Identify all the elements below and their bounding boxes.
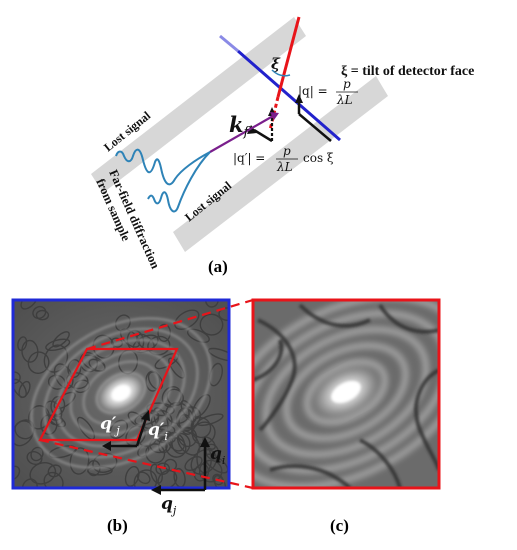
panel-c-label: (c) bbox=[330, 516, 349, 535]
texture-cell bbox=[27, 351, 50, 374]
qj-prime-label: q′j bbox=[100, 414, 120, 437]
panel-b: q′j q′i qi qj (b) bbox=[11, 298, 231, 535]
texture-cell bbox=[124, 465, 140, 487]
texture-cell bbox=[150, 463, 163, 484]
texture-cell bbox=[186, 328, 210, 343]
sampled-region-parallelogram bbox=[38, 347, 179, 442]
xi-symbol: ξ bbox=[271, 55, 281, 73]
texture-cell bbox=[127, 411, 147, 428]
texture-cell bbox=[45, 338, 71, 352]
svg-text:p: p bbox=[343, 77, 351, 91]
svg-text:λL: λL bbox=[336, 93, 353, 107]
texture-cell bbox=[207, 347, 229, 362]
texture-cell bbox=[35, 309, 50, 321]
kf-label: kf bbox=[229, 112, 251, 140]
panel-b-frame bbox=[11, 298, 231, 490]
texture-cell bbox=[21, 478, 38, 488]
kf-vector bbox=[209, 115, 274, 153]
lost-signal-band-upper bbox=[91, 17, 306, 193]
qi-label: qi bbox=[210, 444, 225, 467]
q-vector-bar bbox=[298, 113, 332, 142]
svg-text:|q′| =: |q′| = bbox=[233, 151, 265, 165]
texture-cell bbox=[114, 314, 131, 332]
panel-a-label: (a) bbox=[208, 257, 228, 276]
lost-signal-band-lower bbox=[173, 76, 388, 252]
qj-label: qj bbox=[161, 494, 177, 517]
qprime-arrowhead bbox=[247, 125, 257, 134]
texture-cell bbox=[199, 313, 224, 336]
panel-c-frame bbox=[251, 298, 441, 490]
diffraction-image-c bbox=[253, 300, 439, 488]
texture-cell bbox=[190, 416, 212, 439]
qprime-magnitude-formula: |q′| = p λL cos ξ bbox=[233, 144, 334, 174]
texture-cell bbox=[212, 473, 224, 486]
texture-cell bbox=[155, 462, 170, 476]
detector-face-extension bbox=[219, 34, 239, 53]
texture-cell bbox=[191, 421, 216, 445]
texture-cell bbox=[174, 309, 200, 330]
texture-cell bbox=[161, 386, 182, 408]
texture-cell bbox=[149, 437, 168, 454]
q-magnitude-formula: |q| = p λL bbox=[298, 77, 358, 107]
svg-text:λL: λL bbox=[276, 160, 293, 174]
texture-cell bbox=[18, 380, 31, 399]
texture-cell bbox=[17, 336, 28, 351]
texture-cell bbox=[191, 394, 211, 418]
texture-cell bbox=[28, 405, 50, 430]
texture-cell bbox=[53, 363, 74, 389]
zoom-line-bottom bbox=[39, 438, 254, 490]
tilt-label: ξ = tilt of detector face bbox=[341, 64, 474, 79]
diffraction-image-b bbox=[13, 300, 229, 488]
panel-b-label: (b) bbox=[107, 516, 128, 535]
kf-arrowhead bbox=[270, 112, 279, 120]
texture-cell bbox=[133, 469, 158, 488]
panel-c: (c) bbox=[251, 298, 441, 535]
texture-cell bbox=[32, 305, 47, 320]
texture-cell bbox=[20, 300, 39, 310]
texture-cell bbox=[175, 406, 202, 430]
svg-text:|q| =: |q| = bbox=[298, 84, 328, 98]
qi-prime-label: q′i bbox=[148, 420, 168, 443]
texture-cell bbox=[13, 371, 21, 385]
xi-arc bbox=[271, 69, 291, 77]
texture-cell bbox=[69, 447, 90, 475]
texture-cell bbox=[168, 357, 185, 379]
texture-cell bbox=[110, 337, 124, 348]
qprime-vector bbox=[253, 128, 273, 143]
qi-prime-arrow bbox=[135, 417, 148, 447]
red-ray bbox=[276, 16, 301, 98]
texture-cell bbox=[184, 455, 203, 472]
svg-text:p: p bbox=[283, 144, 291, 158]
svg-text:cos ξ: cos ξ bbox=[303, 151, 334, 165]
texture-cell bbox=[158, 436, 172, 454]
panel-a: Lost signal Lost signal Far-field diffra… bbox=[91, 16, 474, 276]
detector-face bbox=[237, 49, 341, 142]
texture-cell bbox=[145, 443, 166, 464]
texture-cell bbox=[21, 339, 39, 363]
texture-cell bbox=[13, 465, 21, 481]
texture-cell bbox=[156, 424, 176, 438]
texture-cell bbox=[205, 443, 220, 461]
texture-cell bbox=[26, 450, 43, 466]
q-vector-arrowhead bbox=[295, 94, 303, 103]
far-field-wave bbox=[115, 148, 211, 213]
